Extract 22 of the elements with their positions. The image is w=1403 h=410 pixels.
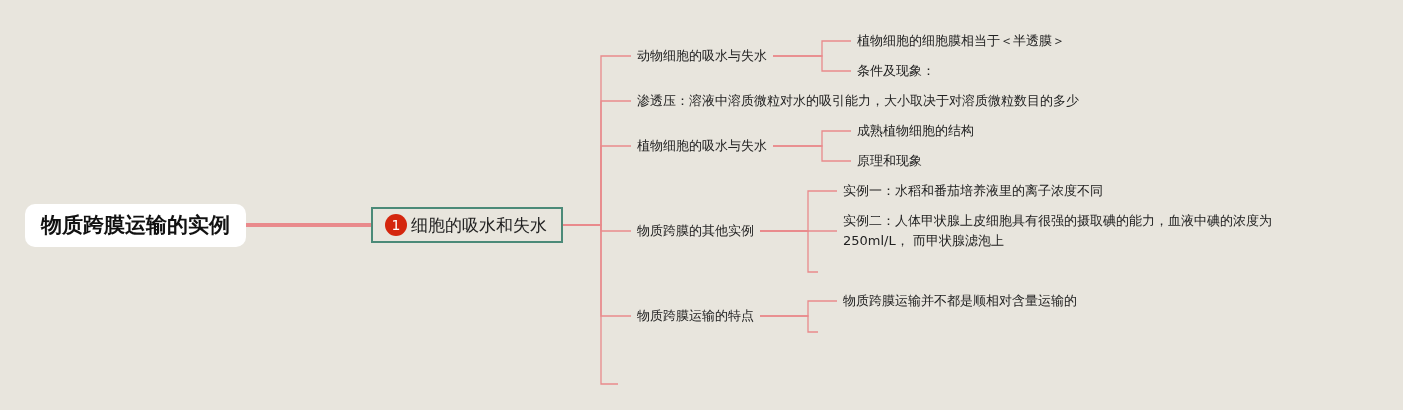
topic-text: 动物细胞的吸水与失水 — [631, 46, 773, 66]
connector-line — [772, 55, 852, 72]
connector-line — [562, 224, 619, 385]
topic-text: 条件及现象： — [851, 61, 941, 81]
number-badge: 1 — [385, 214, 407, 236]
topic-label: 细胞的吸水和失水 — [411, 213, 547, 237]
topic-text: 成熟植物细胞的结构 — [851, 121, 980, 141]
topic-text: 物质跨膜的其他实例 — [631, 221, 760, 241]
topic-text: 植物细胞的吸水与失水 — [631, 136, 773, 156]
topic-text: 实例二：人体甲状腺上皮细胞具有很强的摄取碘的能力，血液中碘的浓度为250ml/L， 而甲状腺滤泡上 — [837, 211, 1317, 251]
topic-text: 物质跨膜运输的特点 — [631, 306, 760, 326]
topic-box: 物质跨膜运输的实例 — [25, 203, 246, 247]
topic-text: 物质跨膜运输并不都是顺相对含量运输的 — [837, 291, 1083, 311]
topic-text: 原理和现象 — [851, 151, 928, 171]
connector-line — [759, 315, 819, 333]
topic-text: 植物细胞的细胞膜相当于＜半透膜＞ — [851, 31, 1071, 51]
connector-line — [772, 145, 852, 162]
topic-box — [371, 207, 563, 243]
connector-line — [759, 230, 819, 273]
topic-text: 渗透压：溶液中溶质微粒对水的吸引能力，大小取决于对溶质微粒数目的多少 — [631, 91, 1085, 111]
connector-line — [246, 223, 371, 227]
topic-text: 实例一：水稻和番茄培养液里的离子浓度不同 — [837, 181, 1109, 201]
